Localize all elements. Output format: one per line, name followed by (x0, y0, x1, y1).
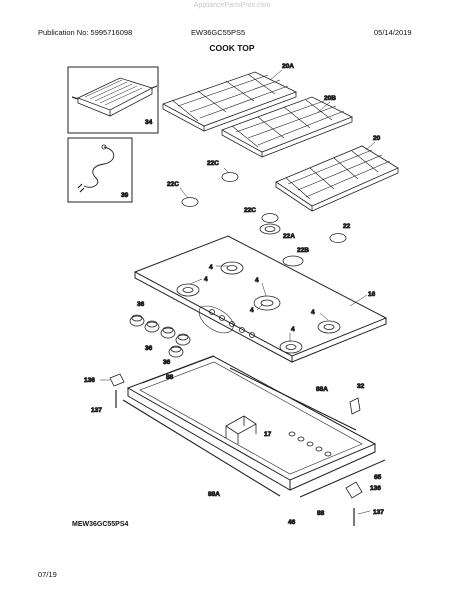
grate-assembly (162, 71, 399, 212)
callout-22c-center: 22C (244, 207, 256, 214)
callout-136-left: 136 (84, 377, 95, 384)
callout-46: 46 (288, 519, 296, 526)
callout-20: 20 (373, 135, 381, 142)
callout-88a-top: 88A (316, 386, 328, 393)
grate-20b (221, 96, 353, 158)
callout-4-f: 4 (311, 309, 315, 316)
section-title: COOK TOP (209, 43, 255, 53)
cooktop-top-16 (133, 235, 388, 363)
callout-136-right: 136 (370, 485, 381, 492)
callout-39: 39 (121, 192, 129, 199)
callout-16: 16 (368, 291, 376, 298)
footer-model-code: MEW36GC55PS4 (72, 521, 129, 528)
callout-88a-bottom: 88A (208, 491, 220, 498)
model-number: EW36GC55PS5 (191, 28, 246, 37)
callout-22c-left: 22C (167, 181, 179, 188)
callout-34: 34 (145, 119, 153, 126)
wire-kit-inset (67, 137, 133, 203)
callout-32: 32 (357, 383, 365, 390)
callout-36-b: 36 (145, 345, 153, 352)
publication-date: 05/14/2019 (374, 28, 412, 37)
callout-22c-top: 22C (207, 160, 219, 167)
publication-number: Publication No: 5995716098 (38, 28, 133, 37)
callout-22: 22 (343, 223, 351, 230)
callout-36-c: 36 (163, 359, 171, 366)
grate-20 (275, 145, 399, 212)
callout-4-a: 4 (204, 276, 208, 283)
gaskets (122, 355, 386, 498)
callout-65: 65 (374, 474, 382, 481)
grate-20a (162, 71, 298, 132)
callout-137-left: 137 (91, 407, 102, 414)
callout-88-right: 88 (317, 510, 325, 517)
brackets-and-screws (109, 373, 363, 526)
watermark: AppliancePartsPros.com (193, 2, 271, 9)
footer-page-date: 07/19 (38, 570, 57, 579)
callout-4-c: 4 (255, 277, 259, 284)
callout-20a: 20A (282, 63, 294, 70)
callout-88-left: 88 (166, 374, 174, 381)
callout-4-d: 4 (250, 307, 254, 314)
screw-leaders (189, 265, 329, 342)
callout-4-e: 4 (291, 326, 295, 333)
callout-36-a: 36 (137, 301, 145, 308)
callout-22b: 22B (297, 247, 309, 254)
callout-137-right: 137 (373, 509, 384, 516)
callout-4-b: 4 (209, 264, 213, 271)
callout-22a: 22A (283, 233, 295, 240)
control-knobs (129, 314, 191, 358)
callout-20b: 20B (324, 95, 336, 102)
griddle-inset (67, 66, 159, 134)
burner-caps (181, 172, 347, 267)
callout-17: 17 (264, 431, 272, 438)
